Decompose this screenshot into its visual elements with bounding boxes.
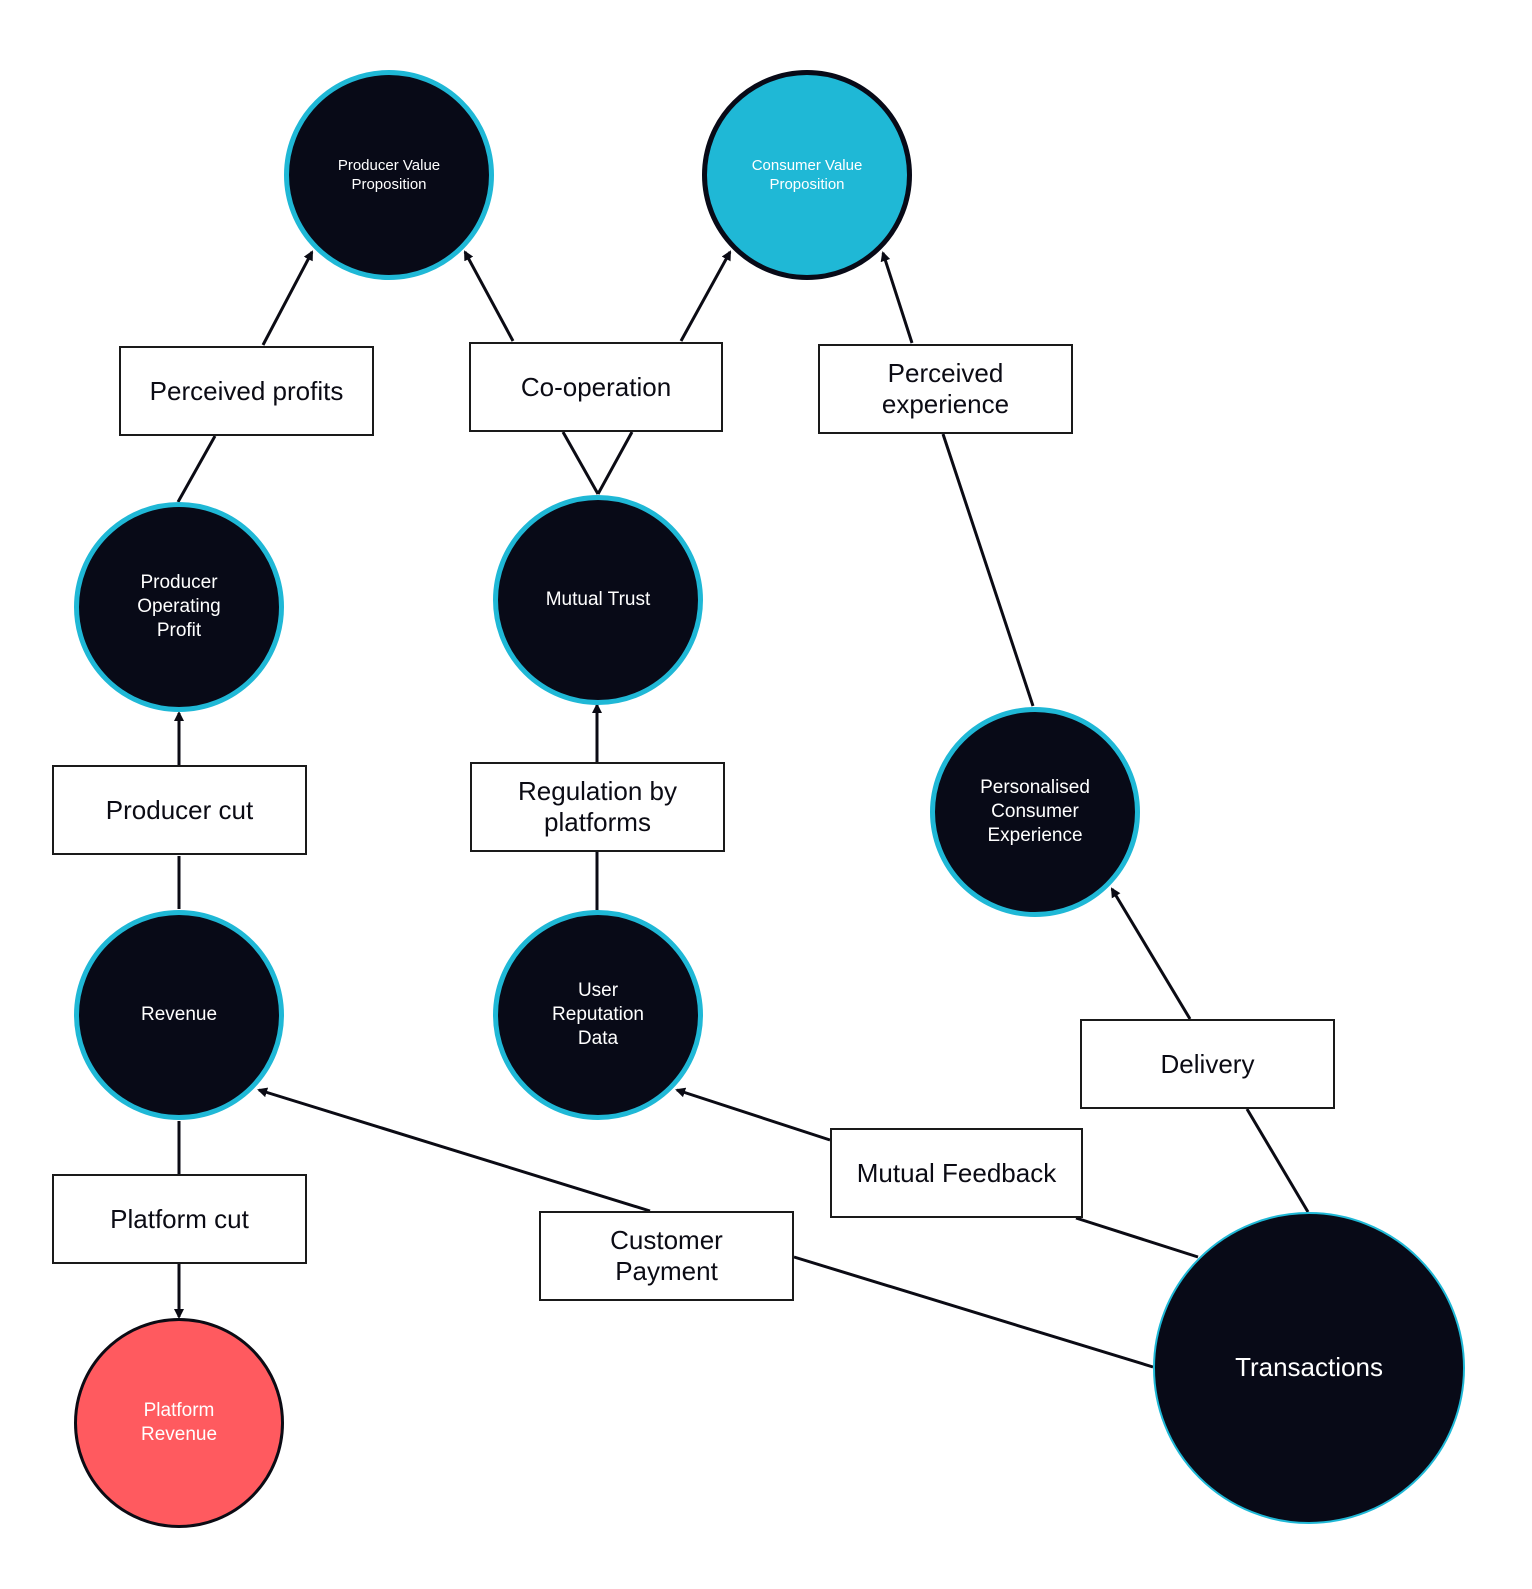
edge-transactions-to-mutual-feedback: [1075, 1216, 1199, 1259]
edge-cooperation-left-to-mutual-trust: [561, 431, 600, 495]
revenue-label: Revenue: [140, 1003, 218, 1025]
platform-revenue-label: Platform Revenue: [140, 1399, 218, 1445]
consumer-value-proposition-label: Consumer Value Proposition: [751, 156, 863, 193]
delivery-label: Delivery: [1160, 1048, 1255, 1079]
mutual-trust-node: Mutual Trust: [493, 495, 703, 705]
cooperation-box: Co-operation: [469, 342, 723, 432]
edge-cooperation-to-producer-value: [463, 250, 515, 342]
edge-transactions-to-customer-payment: [793, 1255, 1154, 1369]
producer-cut-label: Producer cut: [105, 794, 254, 825]
producer-value-proposition-node: Producer Value Proposition: [284, 70, 494, 280]
mutual-feedback-label: Mutual Feedback: [856, 1157, 1057, 1188]
perceived-profits-label: Perceived profits: [149, 375, 344, 406]
producer-cut-box: Producer cut: [52, 765, 307, 855]
producer-operating-profit-node: Producer Operating Profit: [74, 502, 284, 712]
perceived-experience-box: Perceived experience: [818, 344, 1073, 434]
edge-producer-profit-to-perceived-profits: [176, 435, 217, 503]
producer-value-proposition-label: Producer Value Proposition: [337, 156, 441, 193]
producer-operating-profit-label: Producer Operating Profit: [137, 571, 221, 642]
user-reputation-data-node: User Reputation Data: [493, 910, 703, 1120]
perceived-profits-box: Perceived profits: [119, 346, 374, 436]
transactions-node: Transactions: [1153, 1212, 1465, 1524]
perceived-experience-label: Perceived experience: [881, 358, 1010, 419]
mutual-trust-label: Mutual Trust: [545, 588, 651, 610]
mutual-feedback-box: Mutual Feedback: [830, 1128, 1083, 1218]
customer-payment-label: Customer Payment: [610, 1225, 723, 1286]
edge-cooperation-to-consumer-value: [679, 250, 732, 342]
regulation-by-platforms-box: Regulation by platforms: [470, 762, 725, 852]
cooperation-label: Co-operation: [520, 371, 672, 402]
edge-cooperation-right-to-mutual-trust: [596, 431, 634, 495]
customer-payment-box: Customer Payment: [539, 1211, 794, 1301]
edge-mutual-feedback-to-reputation: [675, 1087, 831, 1142]
platform-cut-box: Platform cut: [52, 1174, 307, 1264]
personalised-consumer-experience-label: Personalised Consumer Experience: [980, 776, 1090, 847]
edge-personalised-to-perceived-experience: [941, 433, 1035, 707]
platform-revenue-node: Platform Revenue: [74, 1318, 284, 1528]
regulation-by-platforms-label: Regulation by platforms: [518, 776, 677, 837]
edge-customer-payment-to-revenue: [257, 1087, 651, 1213]
revenue-node: Revenue: [74, 910, 284, 1120]
edge-delivery-to-personalised: [1110, 887, 1192, 1020]
user-reputation-data-label: User Reputation Data: [552, 979, 644, 1050]
consumer-value-proposition-node: Consumer Value Proposition: [702, 70, 912, 280]
delivery-box: Delivery: [1080, 1019, 1335, 1109]
edge-perceived-profits-to-producer-value: [261, 250, 314, 346]
personalised-consumer-experience-node: Personalised Consumer Experience: [930, 707, 1140, 917]
edge-transactions-to-delivery: [1245, 1108, 1310, 1213]
platform-cut-label: Platform cut: [110, 1203, 249, 1234]
edge-perceived-experience-to-consumer-value: [880, 251, 914, 344]
transactions-label: Transactions: [1235, 1352, 1383, 1383]
